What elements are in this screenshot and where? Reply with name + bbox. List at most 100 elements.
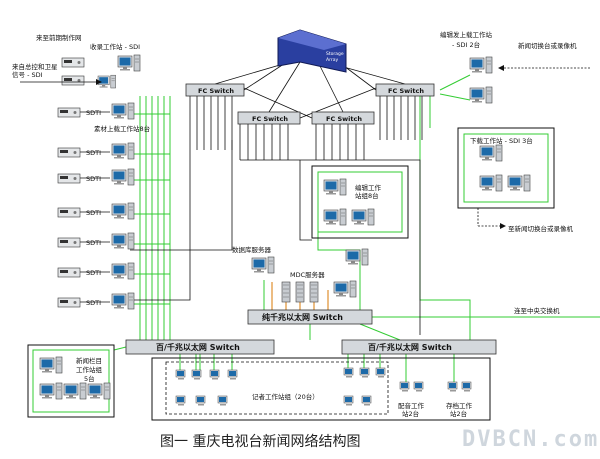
dub-pc-icon-2 <box>413 381 424 392</box>
reporter-pc-icon-top-1 <box>191 369 202 380</box>
fiber-edit-group <box>317 230 361 310</box>
ethernet-switch-right-label: 百/千兆以太网 Switch <box>368 342 452 352</box>
server-workstation-icon <box>345 248 369 266</box>
fc-switch-1: FC Switch <box>185 83 245 97</box>
fiber-right-down <box>419 96 471 340</box>
reporter-pc-icon-right-top-0 <box>343 367 354 378</box>
reporter-pc-icon-top-2 <box>209 369 220 380</box>
reporter-pc-icon-right-top-2 <box>375 367 386 378</box>
label-from-preproduction: 来至前期制作网 <box>36 33 82 42</box>
fiber-news-group <box>113 346 127 351</box>
fiber-right-upload <box>439 74 471 91</box>
label-reporter-ws: 记者工作站组（20台） <box>252 392 319 401</box>
arrow-external-in <box>498 65 590 71</box>
link-fc2-storage <box>268 61 301 113</box>
material-workstation-icon-1 <box>111 142 135 160</box>
server-icon-3 <box>309 281 319 303</box>
reporter-pc-icon-bottom-1 <box>195 395 206 406</box>
download-workstation-icon-3 <box>507 174 531 192</box>
link-fc1-fc3 <box>243 87 313 119</box>
reporter-pc-icon-top-3 <box>227 369 238 380</box>
label-upload-right-1: 编辑发上载工作站 <box>440 30 493 39</box>
label-dub-1: 配音工作 <box>398 401 425 410</box>
archive-pc-icon-1 <box>447 381 458 392</box>
storage-array: Storage Array <box>277 29 347 73</box>
arrow-external-out <box>477 208 506 229</box>
label-news-edit-3: 5台 <box>84 374 95 383</box>
reporter-outer-frame <box>151 357 491 421</box>
dub-pc-icon-1 <box>399 381 410 392</box>
label-news-edit-1: 新闻栏目 <box>76 356 102 365</box>
fiber-main-right <box>359 323 401 341</box>
fc-switch-3-label: FC Switch <box>326 115 362 123</box>
sdti-vtr-icon-2 <box>57 173 81 184</box>
reporter-pc-icon-right-top-1 <box>359 367 370 378</box>
reporter-pc-icon-top-0 <box>175 369 186 380</box>
edit-workstation-icon-3 <box>351 208 375 226</box>
fc-switch-1-label: FC Switch <box>198 87 234 95</box>
copper-fc1-trunk <box>130 150 191 301</box>
fc-switch-4-label: FC Switch <box>388 87 424 95</box>
reporter-dashed-frame <box>165 361 389 415</box>
figure-caption: 图一 重庆电视台新闻网络结构图 <box>160 434 360 450</box>
fc-switch-2-label: FC Switch <box>252 115 288 123</box>
material-workstation-icon-0 <box>111 102 135 120</box>
label-right-in: 新闻切换台或录像机 <box>518 41 577 50</box>
label-arch-2: 站2台 <box>450 409 467 418</box>
sdti-label-4: SDTI <box>86 239 101 247</box>
sdti-label-2: SDTI <box>86 175 101 183</box>
download-workstation-icon-2 <box>479 174 503 192</box>
watermark: DVBCN.com <box>462 427 599 452</box>
copper-fc-edit <box>299 160 312 241</box>
news-group-inner-frame <box>32 349 110 413</box>
sdi-source-vtr-icon <box>61 57 85 68</box>
news-workstation-icon-2 <box>39 382 63 400</box>
copper-fc1-trunk-b <box>130 140 233 251</box>
sdti-vtr-icon-4 <box>57 237 81 248</box>
link-fc4-storage <box>339 65 406 85</box>
label-edit-ws-2: 站组8台 <box>355 191 379 200</box>
sdti-vtr-icon-0 <box>57 107 81 118</box>
material-workstation-icon-4 <box>111 232 135 250</box>
fiber-right-upload-b <box>439 93 471 101</box>
download-workstation-icon-1 <box>479 144 503 162</box>
edit-workstation-icon-1 <box>323 178 347 196</box>
fc-switch-3: FC Switch <box>311 111 375 125</box>
ethernet-switch-right: 百/千兆以太网 Switch <box>341 339 497 355</box>
db-server-workstation-icon <box>251 256 275 274</box>
material-workstation-icon-3 <box>111 202 135 220</box>
edit-group-inner-frame <box>317 171 403 233</box>
gigabit-main-switch: 纯千兆以太网 Switch <box>247 309 373 325</box>
storage-label-1: Storage <box>326 51 344 57</box>
label-arch-1: 存档工作 <box>446 401 473 410</box>
arrow-top-left-in <box>20 79 102 85</box>
label-dub-2: 站2台 <box>402 409 419 418</box>
label-edit-ws-1: 编辑工作 <box>355 183 382 192</box>
label-ingest-ws: 收录工作站 - SDI <box>90 42 140 51</box>
fc-switch-2: FC Switch <box>237 111 301 125</box>
sdti-vtr-icon-1 <box>57 147 81 158</box>
server-icon-2 <box>295 281 305 303</box>
material-workstation-icon-5 <box>111 262 135 280</box>
download-group-inner-frame <box>463 133 549 203</box>
reporter-pc-icon-right-bottom-0 <box>343 395 354 406</box>
ingest-workstation-icon <box>117 54 141 72</box>
sdi-source-vtr-2-icon <box>61 75 85 86</box>
sdti-label-3: SDTI <box>86 209 101 217</box>
label-news-edit-2: 工作站组 <box>76 365 103 374</box>
gigabit-main-switch-label: 纯千兆以太网 Switch <box>262 312 343 322</box>
sdti-vtr-icon-5 <box>57 267 81 278</box>
fc-switch-4: FC Switch <box>375 83 435 97</box>
label-from-master-control: 来自总控和卫星 <box>12 62 58 71</box>
archive-pc-icon-2 <box>461 381 472 392</box>
edit-workstation-icon-2 <box>323 208 347 226</box>
news-workstation-icon-4 <box>87 382 111 400</box>
link-fc3-storage <box>317 61 344 113</box>
sdti-label-5: SDTI <box>86 269 101 277</box>
download-group-frame <box>457 127 555 209</box>
upload-workstation-icon-2 <box>469 86 493 104</box>
label-db-server: 数据库服务器 <box>232 245 272 254</box>
reporter-pc-icon-bottom-0 <box>175 395 186 406</box>
